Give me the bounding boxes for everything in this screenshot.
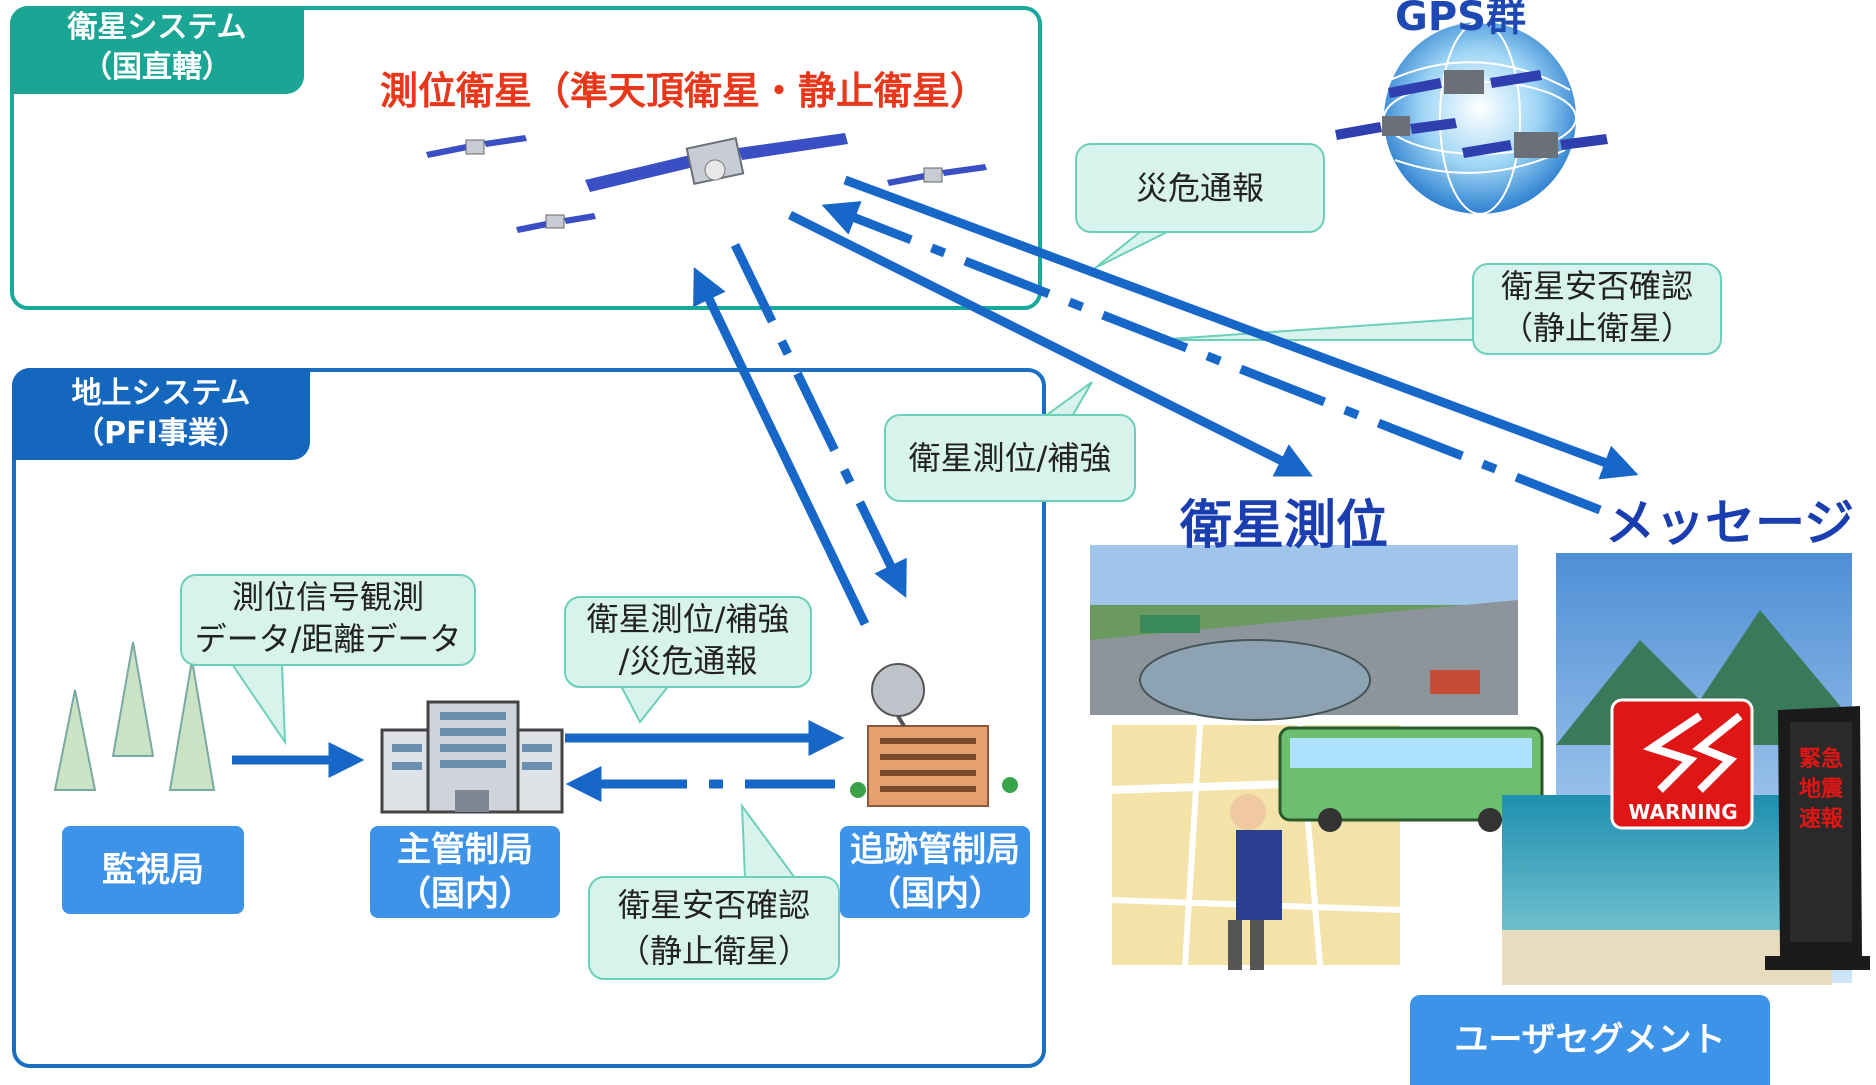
user-segment-box: ユーザセグメント — [1410, 995, 1770, 1085]
master-control-station-box: 主管制局 （国内） — [370, 826, 560, 918]
tracking-control-station-box: 追跡管制局 （国内） — [840, 826, 1030, 918]
satellite-system-title: 衛星システム — [67, 10, 247, 45]
gps-constellation-label: GPS群 — [1395, 0, 1526, 40]
satellite-system-subtitle: （国直轄） — [82, 50, 232, 85]
ground-system-title: 地上システム — [71, 376, 251, 411]
callout-satellite-positioning-augmentation: 衛星測位/補強 — [884, 414, 1136, 502]
arrow-tracking-uplink — [693, 267, 870, 626]
satellite-icon-small-3 — [516, 213, 596, 233]
signal-arrows — [232, 175, 1639, 802]
satellite-system-tab: 衛星システム （国直轄） — [10, 6, 304, 94]
callout-satellite-safety-bottom: 衛星安否確認 （静止衛星） — [588, 876, 840, 980]
gps-globe-icon — [1335, 21, 1608, 215]
user-warning-scene-image — [1502, 553, 1870, 985]
ground-system-panel — [12, 368, 1046, 1068]
ground-system-subtitle: （PFI事業） — [74, 416, 248, 451]
ground-system-tab: 地上システム （PFI事業） — [12, 368, 310, 460]
tracking-station-building-icon — [850, 663, 1018, 807]
arrow-user-to-sat-dashdot — [821, 201, 1602, 515]
callout-uplink-data: 衛星測位/補強 /災危通報 — [564, 596, 812, 688]
arrow-sat-to-positioning — [787, 210, 1313, 477]
arrow-downlink-dashdot — [730, 243, 907, 598]
satellite-positioning-label: 衛星測位 — [1180, 496, 1389, 556]
message-label: メッセージ — [1605, 494, 1854, 552]
callout-satellite-safety-top: 衛星安否確認 （静止衛星） — [1472, 263, 1722, 355]
satellite-system-panel — [10, 6, 1042, 310]
arrow-sat-to-message — [843, 175, 1639, 480]
callout-disaster-report: 災危通報 — [1075, 143, 1325, 233]
master-station-building-icon — [380, 700, 564, 814]
user-map-scene-image — [1111, 724, 1544, 970]
callout-observation-data: 測位信号観測 データ/距離データ — [180, 574, 476, 666]
earthquake-alert-sign-text: 緊急 地震 速報 — [1798, 747, 1843, 832]
satellite-icon-main — [585, 133, 848, 192]
monitor-antenna-icons — [53, 641, 216, 791]
monitor-station-box: 監視局 — [62, 826, 244, 914]
user-road-scene-image — [1090, 545, 1518, 721]
satellite-icon-small-1 — [426, 135, 527, 158]
warning-text: WARNING — [1628, 800, 1738, 824]
satellite-icon-small-2 — [887, 164, 987, 186]
positioning-satellites-heading: 測位衛星（準天頂衛星・静止衛星） — [380, 69, 989, 113]
